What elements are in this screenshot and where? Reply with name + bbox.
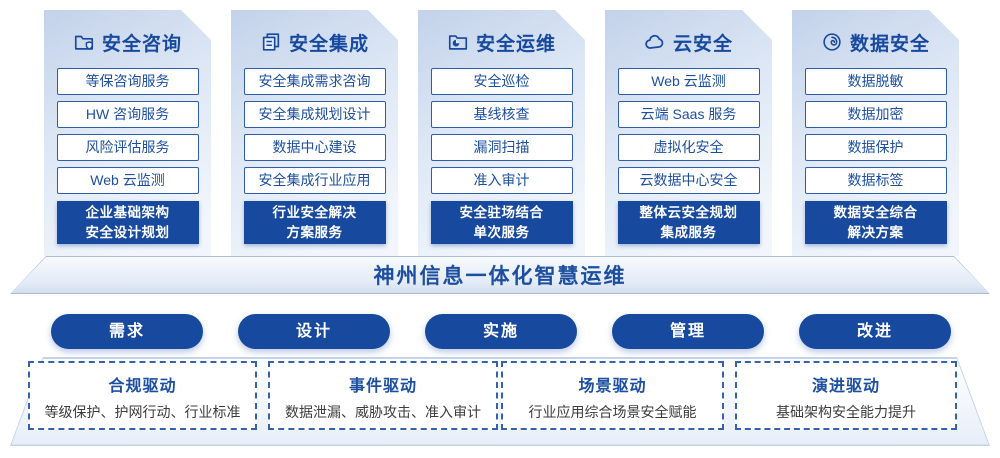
panel-security-consulting: 安全咨询 等保咨询服务 HW 咨询服务 风险评估服务 Web 云监测 企业基础架… (44, 10, 211, 256)
panel-title: 安全集成 (288, 33, 369, 55)
process-step-management: 管理 (612, 314, 764, 349)
service-highlight: 安全驻场结合 单次服务 (431, 201, 573, 244)
panel-title: 云安全 (672, 33, 733, 55)
panel-header: 安全运维 (418, 29, 585, 55)
service-item: 安全集成规划设计 (244, 101, 386, 128)
cloud-icon (644, 31, 666, 53)
panel-header: 数据安全 (792, 29, 959, 55)
service-item: 数据保护 (805, 134, 947, 161)
service-highlight: 整体云安全规划 集成服务 (618, 201, 760, 244)
driver-compliance: 合规驱动 等级保护、护网行动、行业标准 (28, 361, 257, 430)
platform-title: 神州信息一体化智慧运维 (373, 265, 627, 288)
panel-header: 安全咨询 (44, 29, 211, 55)
driver-title: 场景驱动 (578, 378, 647, 395)
service-item: 数据脱敏 (805, 68, 947, 95)
service-item: Web 云监测 (618, 68, 760, 95)
driver-desc: 等级保护、护网行动、行业标准 (44, 404, 241, 420)
process-step-improvement: 改进 (799, 314, 951, 349)
process-step-requirements: 需求 (51, 314, 203, 349)
driver-evolution: 演进驱动 基础架构安全能力提升 (735, 361, 957, 430)
documents-icon (260, 31, 282, 53)
panel-title: 安全运维 (475, 33, 556, 55)
service-item: 准入审计 (431, 167, 573, 194)
panel-header: 云安全 (605, 29, 772, 55)
service-item: 虚拟化安全 (618, 134, 760, 161)
fingerprint-icon (821, 31, 843, 53)
service-item: 云数据中心安全 (618, 167, 760, 194)
service-item: HW 咨询服务 (57, 101, 199, 128)
service-item: 安全巡检 (431, 68, 573, 95)
service-highlight: 行业安全解决 方案服务 (244, 201, 386, 244)
panel-cloud-security: 云安全 Web 云监测 云端 Saas 服务 虚拟化安全 云数据中心安全 整体云… (605, 10, 772, 256)
driver-title: 演进驱动 (811, 378, 880, 395)
service-item: 等保咨询服务 (57, 68, 199, 95)
folder-pie-icon (447, 31, 469, 53)
driver-desc: 数据泄漏、威胁攻击、准入审计 (285, 404, 481, 420)
platform-band: 神州信息一体化智慧运维 (10, 256, 990, 294)
panel-title: 安全咨询 (101, 33, 182, 55)
panel-data-security: 数据安全 数据脱敏 数据加密 数据保护 数据标签 数据安全综合 解决方案 (792, 10, 959, 256)
panel-title: 数据安全 (849, 33, 930, 55)
service-item: Web 云监测 (57, 167, 199, 194)
service-item: 数据加密 (805, 101, 947, 128)
process-step-design: 设计 (238, 314, 390, 349)
panel-header: 安全集成 (231, 29, 398, 55)
driver-title: 事件驱动 (348, 378, 417, 395)
driver-desc: 基础架构安全能力提升 (776, 404, 916, 420)
service-item: 数据标签 (805, 167, 947, 194)
service-item: 漏洞扫描 (431, 134, 573, 161)
folder-shield-icon (73, 31, 95, 53)
service-item: 安全集成行业应用 (244, 167, 386, 194)
service-item: 数据中心建设 (244, 134, 386, 161)
driver-incident: 事件驱动 数据泄漏、威胁攻击、准入审计 (268, 361, 498, 430)
service-item: 基线核查 (431, 101, 573, 128)
service-highlight: 企业基础架构 安全设计规划 (57, 201, 199, 244)
service-highlight: 数据安全综合 解决方案 (805, 201, 947, 244)
driver-desc: 行业应用综合场景安全赋能 (528, 404, 697, 420)
service-item: 安全集成需求咨询 (244, 68, 386, 95)
panel-security-operations: 安全运维 安全巡检 基线核查 漏洞扫描 准入审计 安全驻场结合 单次服务 (418, 10, 585, 256)
panel-security-integration: 安全集成 安全集成需求咨询 安全集成规划设计 数据中心建设 安全集成行业应用 行… (231, 10, 398, 256)
driver-scenario: 场景驱动 行业应用综合场景安全赋能 (501, 361, 724, 430)
driver-title: 合规驱动 (108, 378, 177, 395)
service-item: 云端 Saas 服务 (618, 101, 760, 128)
service-item: 风险评估服务 (57, 134, 199, 161)
process-step-implementation: 实施 (425, 314, 577, 349)
